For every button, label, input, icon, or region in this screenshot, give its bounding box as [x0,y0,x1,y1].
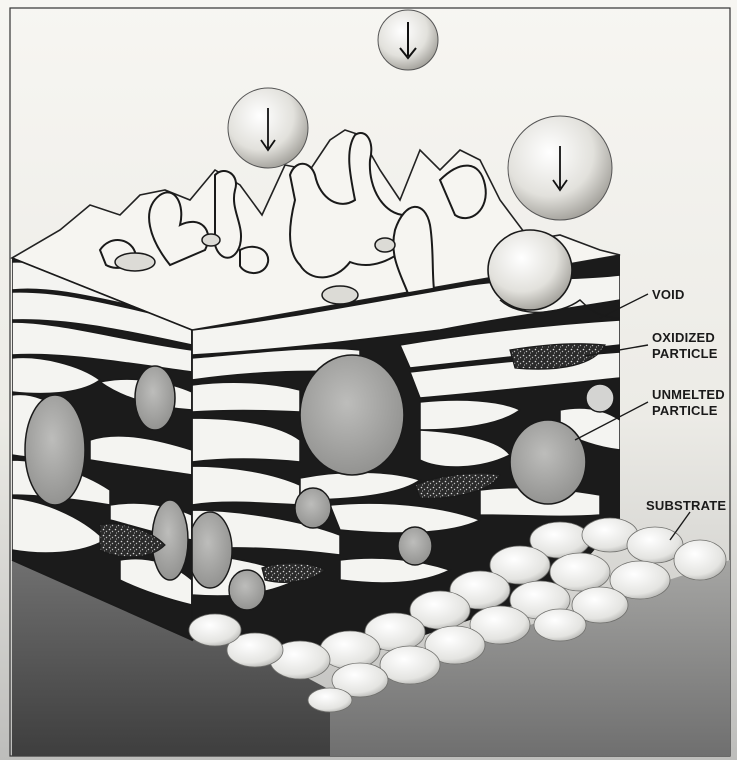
label-unmelted-particle: PARTICLE [652,403,718,418]
label-substrate: SUBSTRATE [646,498,726,513]
label-unmelted: UNMELTED [652,387,725,402]
incoming-droplet-left [228,88,308,168]
label-oxidized: OXIDIZED [652,330,715,345]
incoming-droplet-top [378,10,438,70]
incoming-droplet-right [508,116,612,220]
label-void: VOID [652,287,685,302]
label-oxidized-particle: PARTICLE [652,346,718,361]
